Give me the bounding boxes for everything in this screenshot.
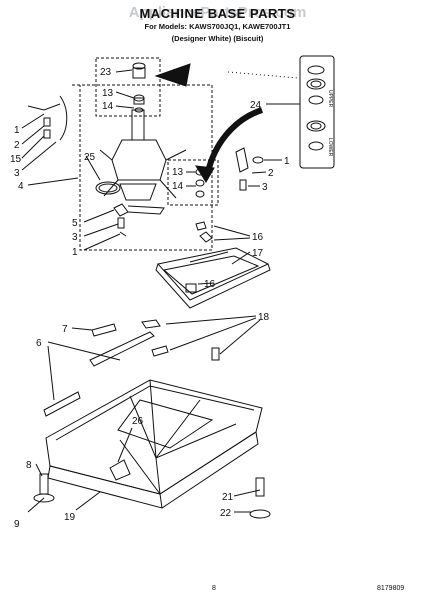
callout-label: 18 bbox=[258, 312, 270, 323]
callout-label: 2 bbox=[268, 168, 274, 179]
arrow-23 bbox=[154, 63, 191, 87]
callout-label: 3 bbox=[262, 182, 268, 193]
leader-lines bbox=[21, 69, 282, 513]
callout-label: 9 bbox=[14, 519, 20, 530]
callout-label: 15 bbox=[10, 154, 22, 165]
callout-label: 16 bbox=[252, 232, 264, 243]
callout-label: 19 bbox=[64, 512, 76, 523]
callout-labels: 1 2 15 3 4 23 13 14 25 13 14 5 3 1 24 1 … bbox=[10, 67, 290, 530]
page-number: 8 bbox=[212, 585, 216, 592]
dotted-leader bbox=[227, 71, 299, 79]
ring-part bbox=[95, 181, 121, 195]
callout-label: 8 bbox=[26, 460, 32, 471]
bearing-kit-panel bbox=[299, 55, 335, 169]
callout-label: 22 bbox=[220, 508, 232, 519]
callout-label: 1 bbox=[284, 156, 290, 167]
seal-parts bbox=[132, 62, 146, 113]
tub-ring-part bbox=[155, 221, 271, 309]
kit-label-lower: LOWER bbox=[327, 138, 333, 157]
callout-label: 16 bbox=[204, 279, 216, 290]
callout-label: 25 bbox=[84, 152, 96, 163]
rail-parts bbox=[43, 323, 155, 417]
callout-label: 6 bbox=[36, 338, 42, 349]
watermark: AppliancePartsPros.com bbox=[128, 4, 307, 21]
callout-label: 24 bbox=[250, 100, 262, 111]
color-variants: (Designer White) (Biscuit) bbox=[171, 34, 264, 43]
callout-label: 13 bbox=[102, 88, 114, 99]
assembly-arrow bbox=[205, 107, 264, 173]
callout-label: 14 bbox=[172, 181, 184, 192]
callout-label: 2 bbox=[14, 140, 20, 151]
bracket-parts bbox=[113, 203, 165, 237]
callout-label: 13 bbox=[172, 167, 184, 178]
model-list: For Models: KAWS700JQ1, KAWE700JT1 bbox=[144, 22, 291, 31]
callout-label: 4 bbox=[18, 181, 24, 192]
callout-label: 1 bbox=[14, 125, 20, 136]
part-number: 8179809 bbox=[377, 585, 405, 592]
kit-label-upper: UPPER bbox=[327, 90, 333, 108]
page-title: MACHINE BASE PARTS bbox=[139, 6, 296, 21]
callout-label: 3 bbox=[14, 168, 20, 179]
hose-parts bbox=[27, 95, 68, 141]
leveling-feet bbox=[33, 459, 271, 519]
upper-assembly-outline bbox=[72, 57, 219, 251]
callout-label: 17 bbox=[252, 248, 264, 259]
machine-base-frame bbox=[45, 379, 263, 509]
pad-parts bbox=[141, 319, 220, 361]
callout-label: 14 bbox=[102, 101, 114, 112]
callout-label: 7 bbox=[62, 324, 68, 335]
arrow-head bbox=[195, 165, 215, 183]
callout-label: 5 bbox=[72, 218, 78, 229]
drive-hub-part bbox=[99, 109, 187, 201]
callout-label: 21 bbox=[222, 492, 234, 503]
callout-label: 26 bbox=[132, 416, 144, 427]
callout-label: 1 bbox=[72, 247, 78, 258]
callout-label: 3 bbox=[72, 232, 78, 243]
callout-label: 23 bbox=[100, 67, 112, 78]
clip-parts bbox=[235, 147, 264, 191]
